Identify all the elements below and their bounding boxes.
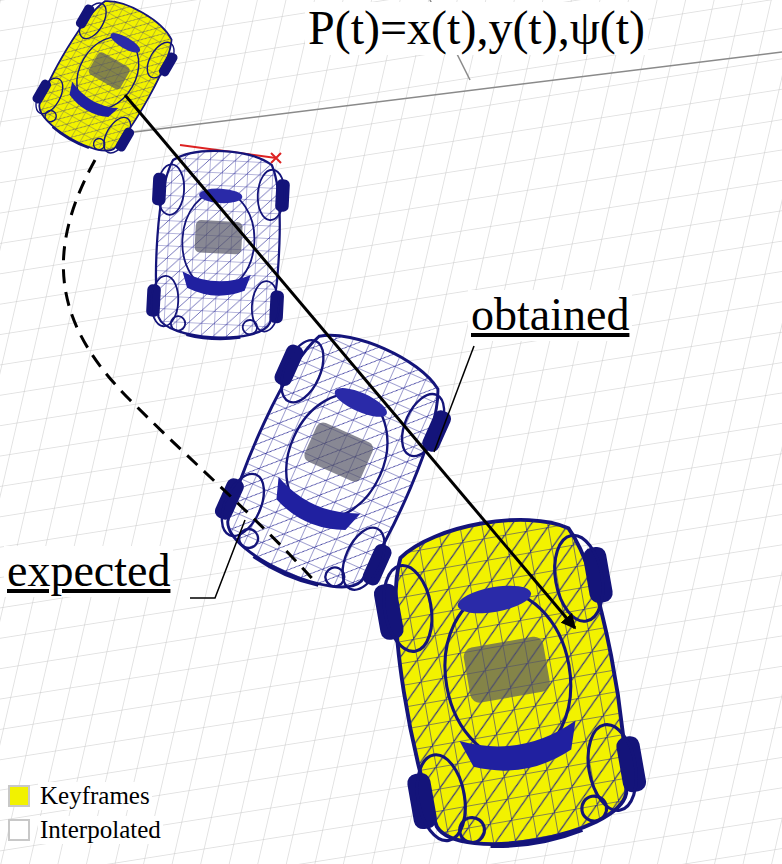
legend-entry: Interpolated [8,816,163,844]
formula-label: P(t)=x(t),y(t),ψ(t) [305,2,648,55]
keyframe-car [365,503,653,863]
path-label: obtained [468,290,632,341]
interpolated-car [145,148,291,343]
leader-line [190,520,245,598]
legend-swatch [8,785,30,807]
grid-axis [110,52,782,135]
leader-line [434,346,474,452]
expected-path [63,160,318,585]
path-label: expected [4,546,173,597]
legend-text: Keyframes [38,782,152,810]
axis-marker [271,153,281,163]
legend-text: Interpolated [38,816,163,844]
obtained-path [125,95,575,628]
legend-swatch [8,819,30,841]
legend-entry: Keyframes [8,782,152,810]
